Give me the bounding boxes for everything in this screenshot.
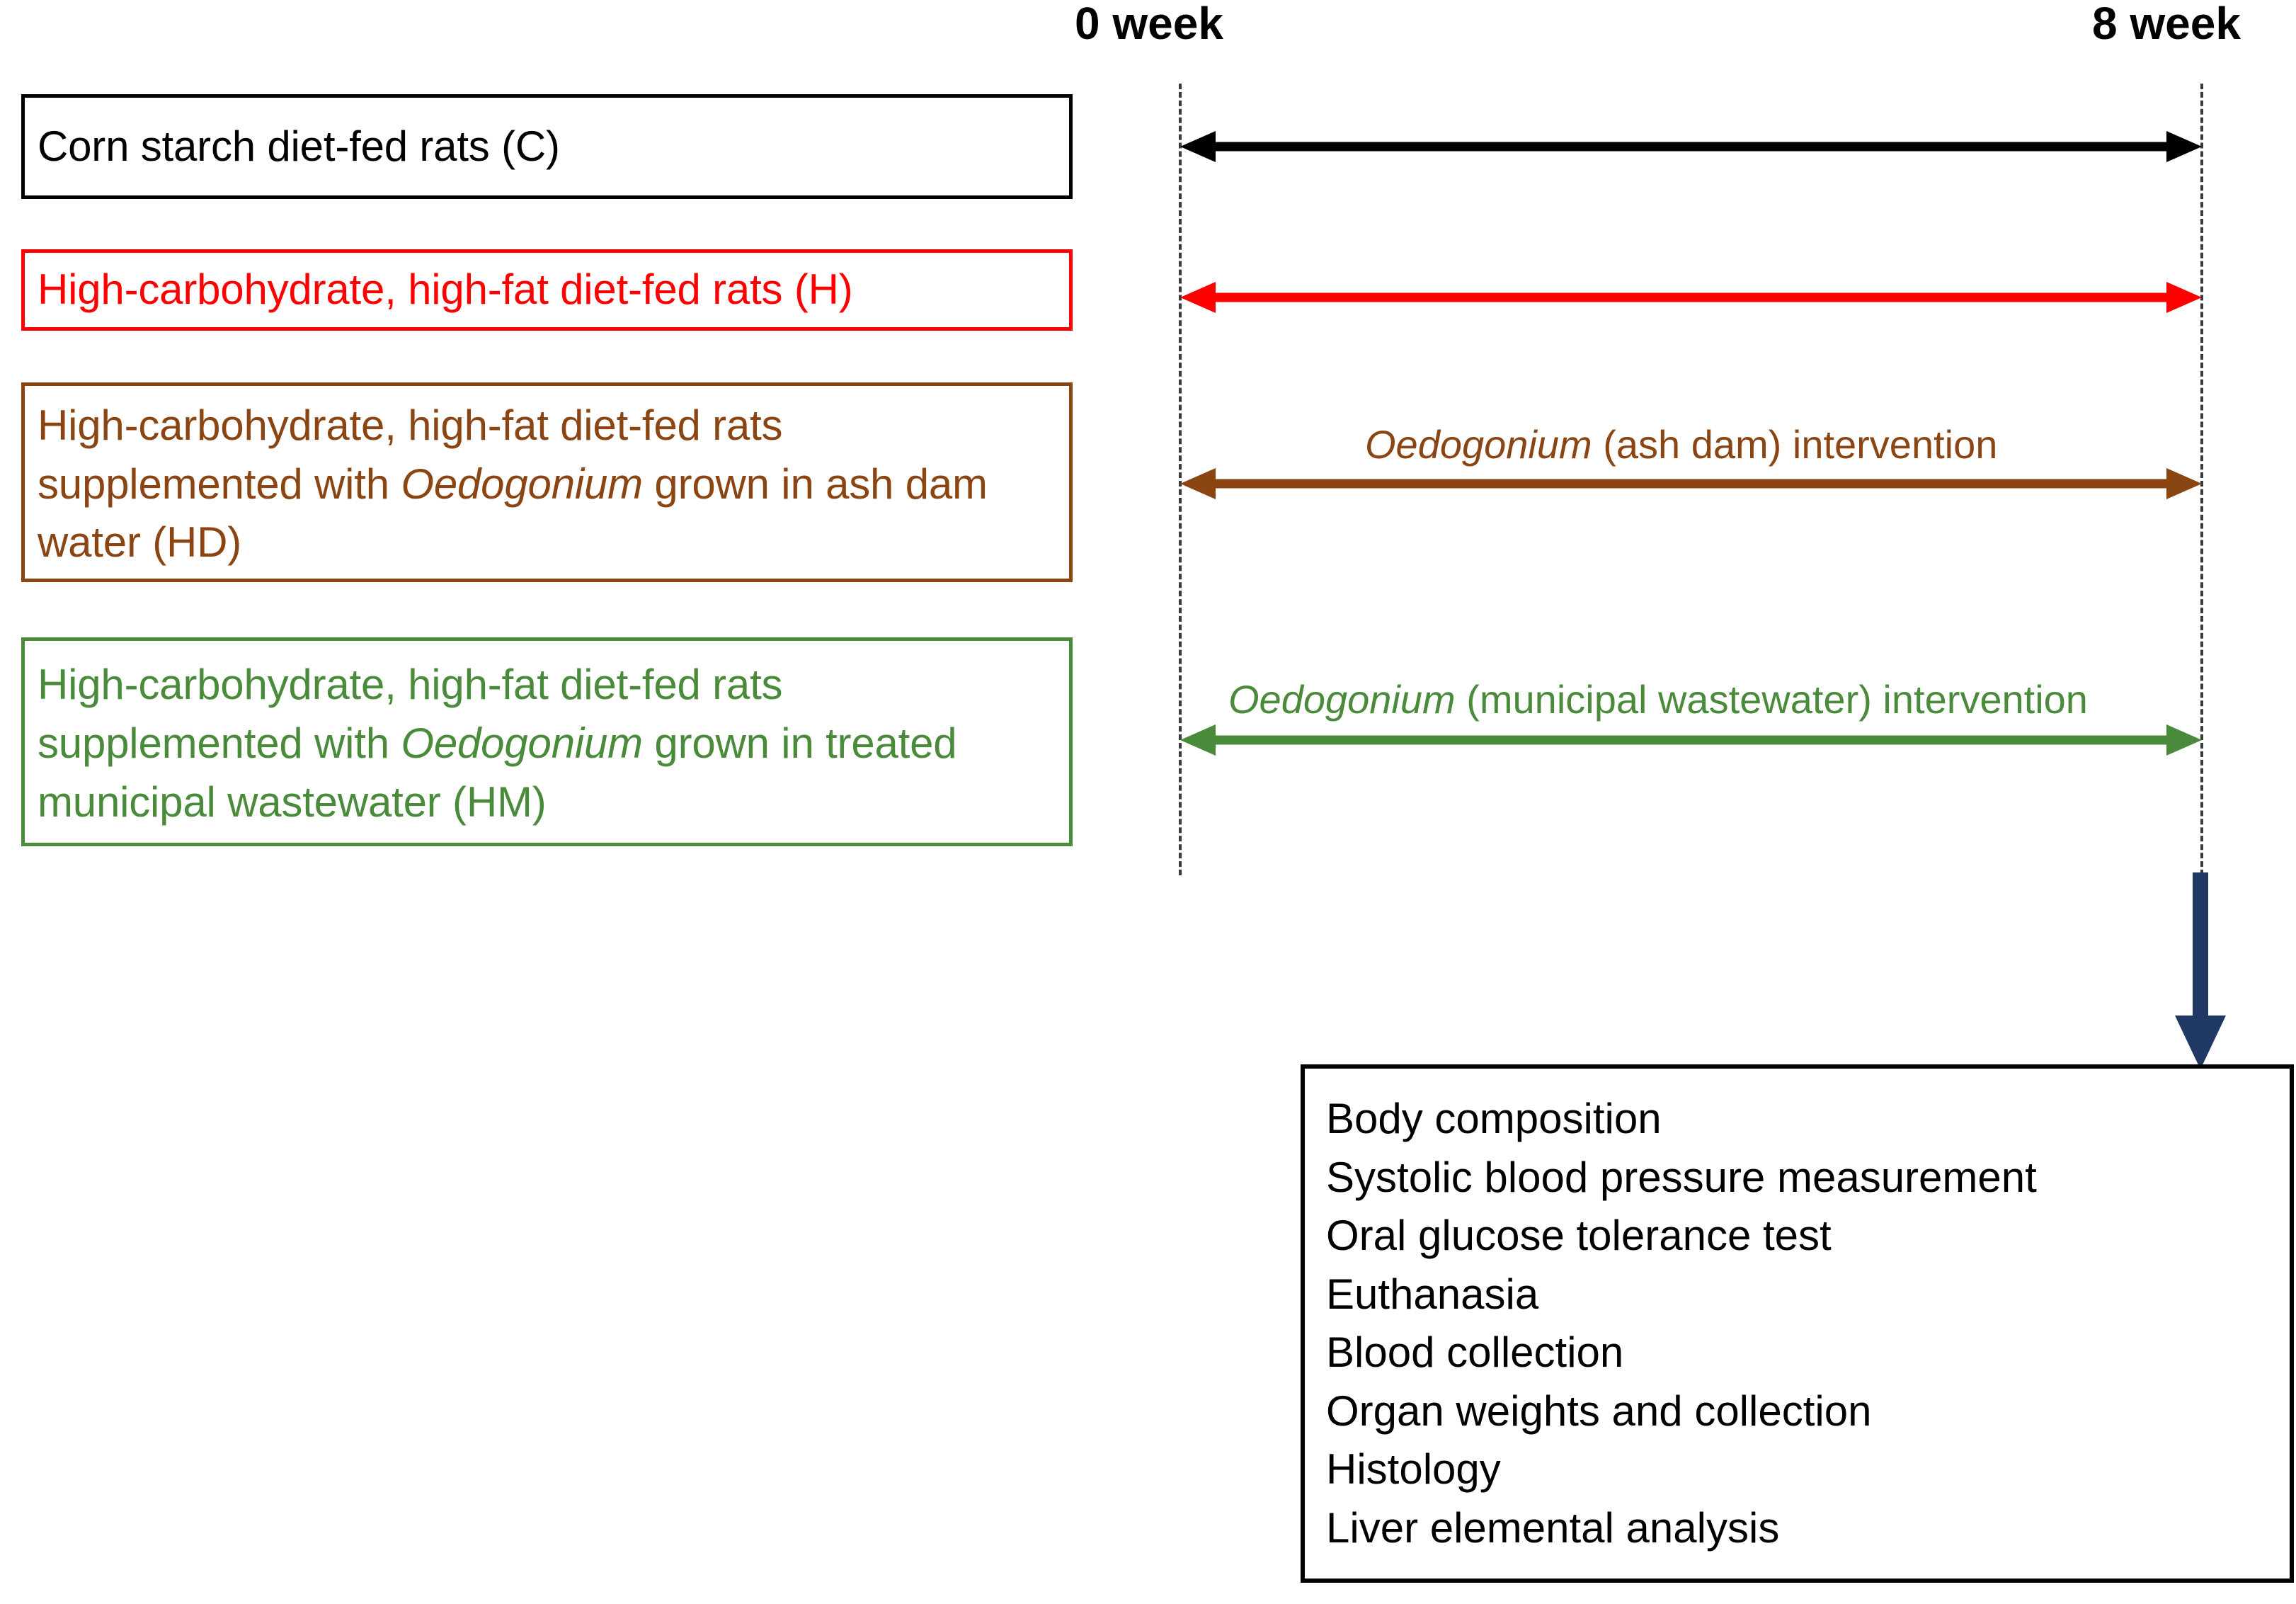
timeline-end-label: 8 week bbox=[2092, 0, 2241, 49]
intervention-caption-HD: Oedogonium (ash dam) intervention bbox=[1365, 421, 1997, 467]
group-label-HD-part2: grown in ash dam water (HD) bbox=[38, 460, 988, 567]
intervention-caption-HD-rest: (ash dam) intervention bbox=[1592, 422, 1998, 467]
measurement-item: Body composition bbox=[1326, 1095, 1662, 1142]
group-label-C: Corn starch diet-fed rats (C) bbox=[38, 122, 560, 170]
timeline-start-dashed-line bbox=[1179, 84, 1182, 875]
measurement-item: Blood collection bbox=[1326, 1329, 1624, 1376]
endpoint-down-arrow bbox=[2166, 872, 2237, 1071]
measurement-item: Organ weights and collection bbox=[1326, 1387, 1872, 1435]
group-box-oedogonium-ash-dam: High-carbohydrate, high-fat diet-fed rat… bbox=[21, 382, 1073, 582]
measurement-item: Liver elemental analysis bbox=[1326, 1503, 1780, 1552]
measurement-item: Oral glucose tolerance test bbox=[1326, 1212, 1832, 1259]
group-box-oedogonium-municipal-wastewater: High-carbohydrate, high-fat diet-fed rat… bbox=[21, 637, 1073, 846]
endpoint-measurements-box: Body composition Systolic blood pressure… bbox=[1301, 1064, 2294, 1583]
intervention-caption-HM-species: Oedogonium bbox=[1228, 677, 1456, 722]
measurement-item: Systolic blood pressure measurement bbox=[1326, 1153, 2037, 1201]
intervention-caption-HM-rest: (municipal wastewater) intervention bbox=[1455, 677, 2088, 722]
group-label-H: High-carbohydrate, high-fat diet-fed rat… bbox=[38, 266, 853, 314]
endpoint-measurements-list: Body composition Systolic blood pressure… bbox=[1326, 1090, 2290, 1557]
group-label-HM-part2: grown in treated municipal wastewater (H… bbox=[38, 719, 957, 826]
group-label-HM: High-carbohydrate, high-fat diet-fed rat… bbox=[25, 652, 1069, 831]
group-box-corn-starch: Corn starch diet-fed rats (C) bbox=[21, 94, 1073, 199]
group-label-HM-part1: High-carbohydrate, high-fat diet-fed rat… bbox=[38, 661, 783, 768]
group-label-HD-part1: High-carbohydrate, high-fat diet-fed rat… bbox=[38, 401, 783, 508]
group-label-HD: High-carbohydrate, high-fat diet-fed rat… bbox=[25, 392, 1069, 572]
measurement-item: Histology bbox=[1326, 1445, 1501, 1493]
group-label-HM-species: Oedogonium bbox=[401, 719, 643, 768]
intervention-caption-HM: Oedogonium (municipal wastewater) interv… bbox=[1228, 676, 2088, 722]
measurement-item: Euthanasia bbox=[1326, 1270, 1539, 1318]
intervention-caption-HD-species: Oedogonium bbox=[1365, 422, 1592, 467]
group-box-high-carb-high-fat: High-carbohydrate, high-fat diet-fed rat… bbox=[21, 249, 1073, 331]
group-label-HD-species: Oedogonium bbox=[401, 460, 643, 508]
timeline-end-dashed-line bbox=[2200, 84, 2203, 875]
timeline-start-label: 0 week bbox=[1075, 0, 1223, 49]
